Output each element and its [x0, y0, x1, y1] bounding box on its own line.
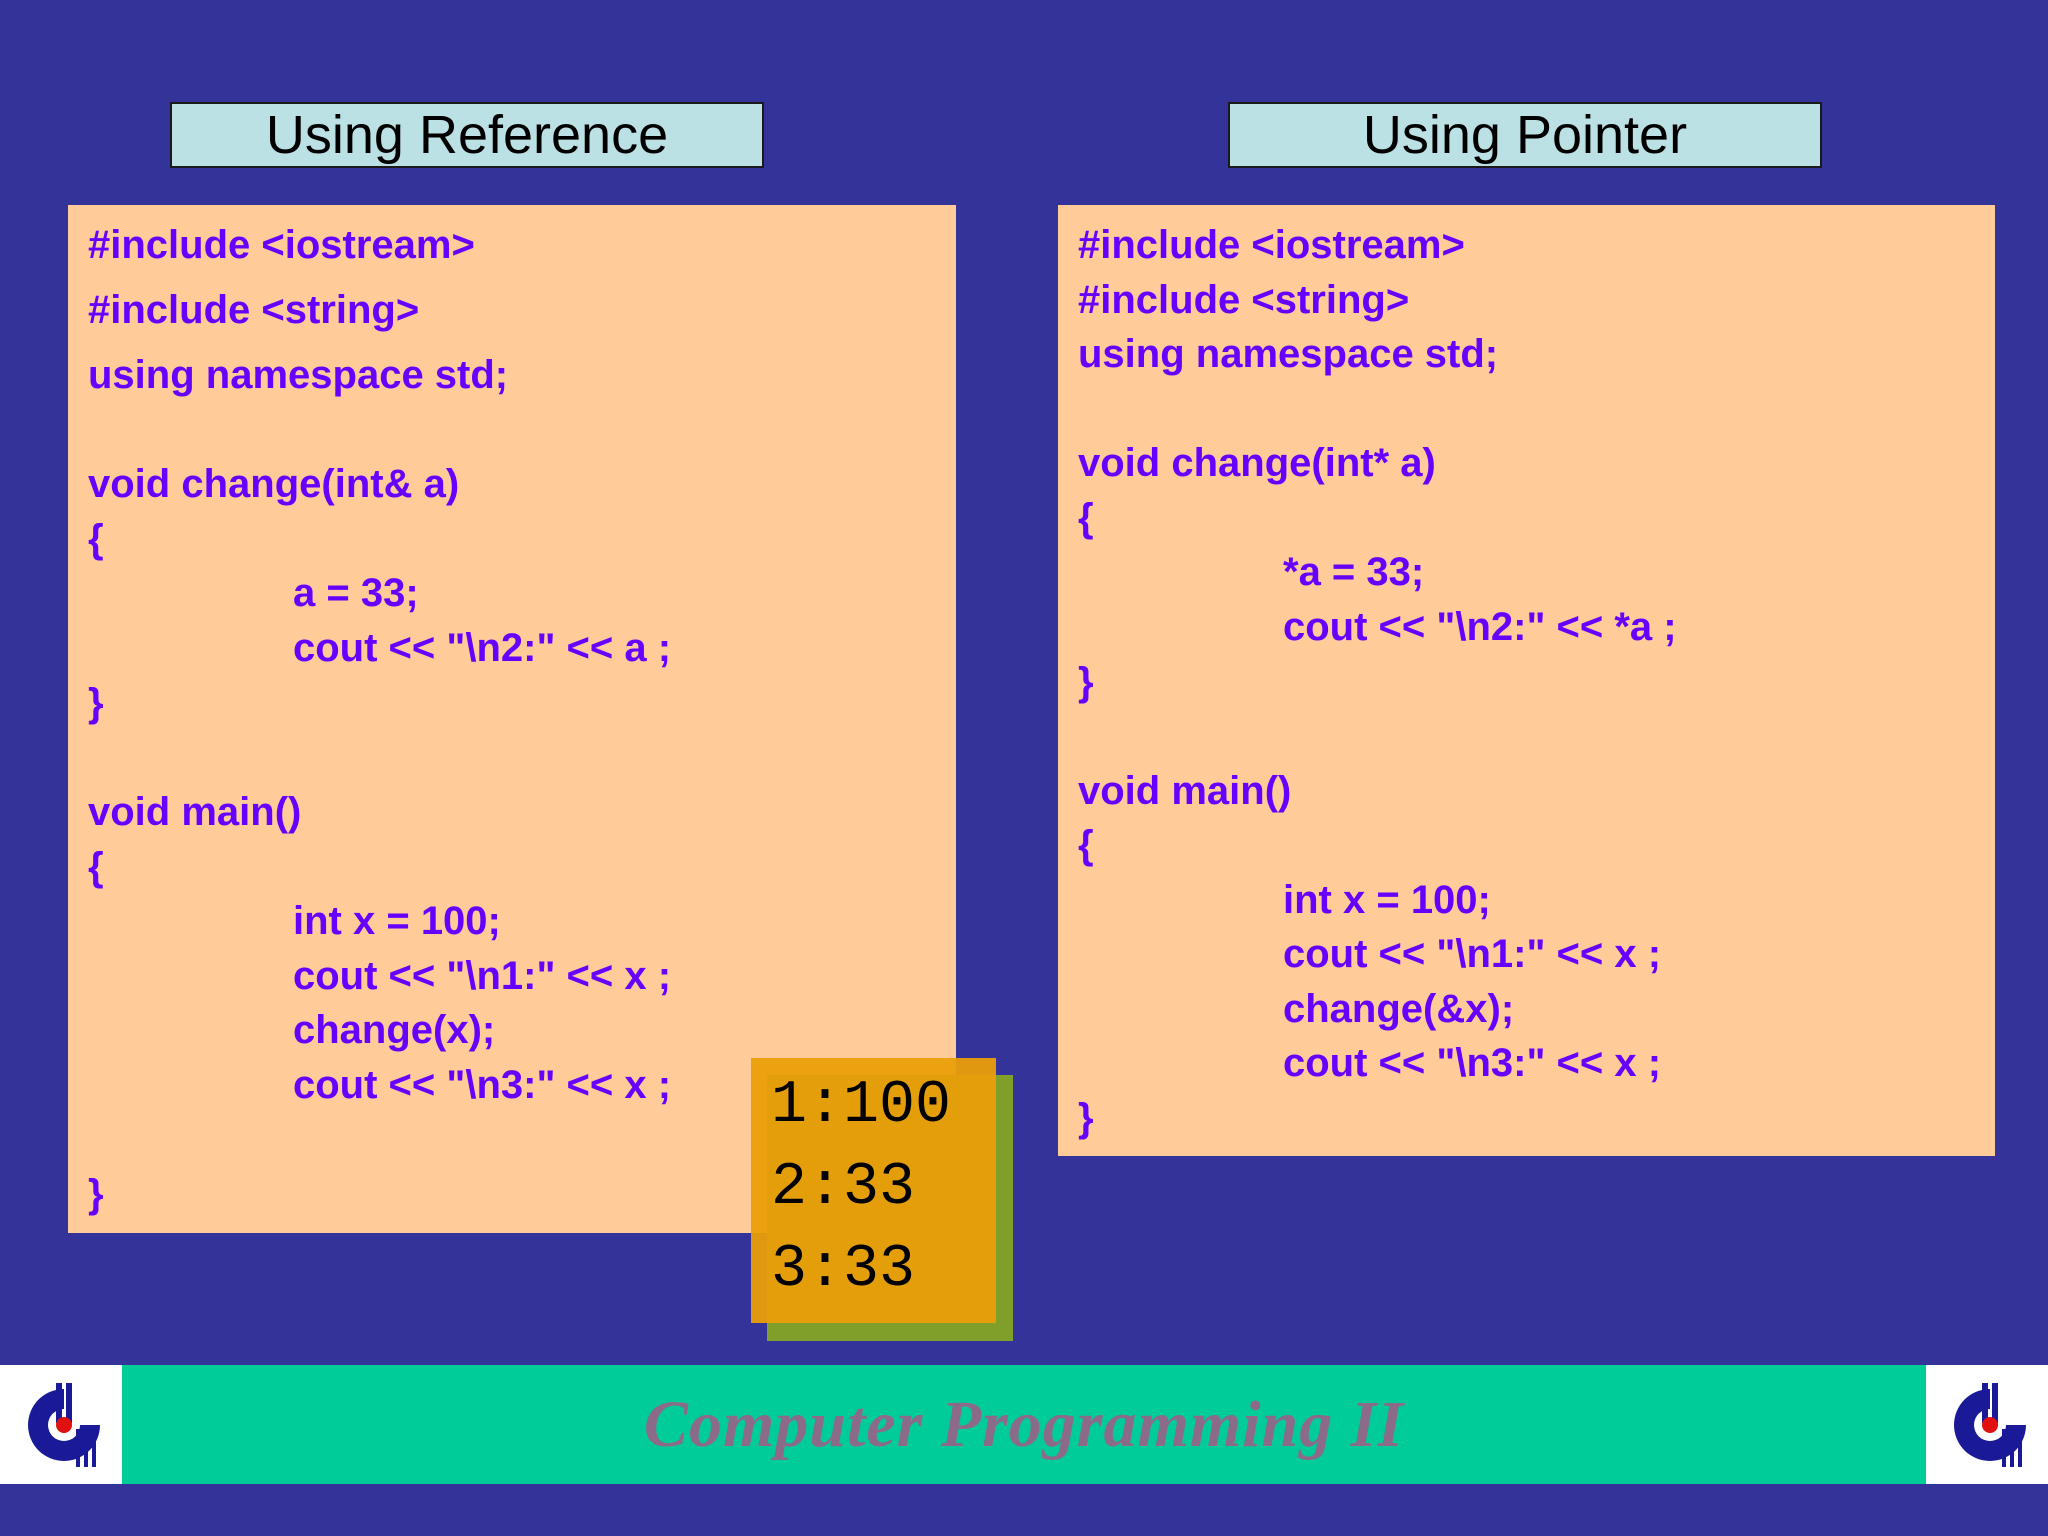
code-line: #include <iostream> [1078, 223, 1465, 267]
code-line: void change(int* a) [1078, 441, 1436, 485]
university-logo-icon [1954, 1383, 2026, 1467]
code-line: a = 33; [293, 571, 419, 615]
output-line: 1:100 [771, 1072, 952, 1140]
code-line: #include <iostream> [88, 223, 475, 267]
title-using-reference: Using Reference [170, 102, 764, 168]
output-line: 2:33 [771, 1154, 916, 1222]
reference-code-panel: #include <iostream> #include <string> us… [68, 205, 956, 1233]
code-line: #include <string> [88, 288, 420, 332]
code-line: cout << "\n3:" << x ; [1283, 1041, 1662, 1085]
code-line: void change(int& a) [88, 462, 460, 506]
code-line: } [1078, 660, 1094, 704]
code-line: void main() [1078, 769, 1292, 813]
footer-logo-right [1926, 1365, 2048, 1484]
code-line: change(&x); [1283, 987, 1515, 1031]
code-line: int x = 100; [1283, 878, 1491, 922]
university-logo-icon [28, 1383, 100, 1467]
program-output-box: 1:100 2:33 3:33 [751, 1058, 996, 1323]
code-line: using namespace std; [1078, 332, 1499, 376]
code-line: change(x); [293, 1008, 496, 1052]
output-line: 3:33 [771, 1236, 916, 1304]
code-line: cout << "\n2:" << *a ; [1283, 605, 1677, 649]
code-line: { [88, 517, 104, 561]
code-line: int x = 100; [293, 899, 501, 943]
pointer-code-panel: #include <iostream> #include <string> us… [1058, 205, 1995, 1156]
code-line: cout << "\n3:" << x ; [293, 1063, 672, 1107]
code-line: } [88, 681, 104, 725]
code-line: { [1078, 823, 1094, 867]
footer-bar: Computer Programming II [122, 1365, 1926, 1484]
code-line: cout << "\n2:" << a ; [293, 626, 672, 670]
code-line: cout << "\n1:" << x ; [293, 954, 672, 998]
code-line: void main() [88, 790, 302, 834]
code-line: #include <string> [1078, 278, 1410, 322]
code-line: using namespace std; [88, 353, 509, 397]
title-using-pointer: Using Pointer [1228, 102, 1822, 168]
code-line: cout << "\n1:" << x ; [1283, 932, 1662, 976]
code-line: { [88, 845, 104, 889]
code-line: } [1078, 1096, 1094, 1140]
code-line: } [88, 1172, 104, 1216]
code-line: { [1078, 496, 1094, 540]
code-line: *a = 33; [1283, 550, 1425, 594]
course-title: Computer Programming II [643, 1387, 1405, 1461]
footer-logo-left [0, 1365, 122, 1484]
